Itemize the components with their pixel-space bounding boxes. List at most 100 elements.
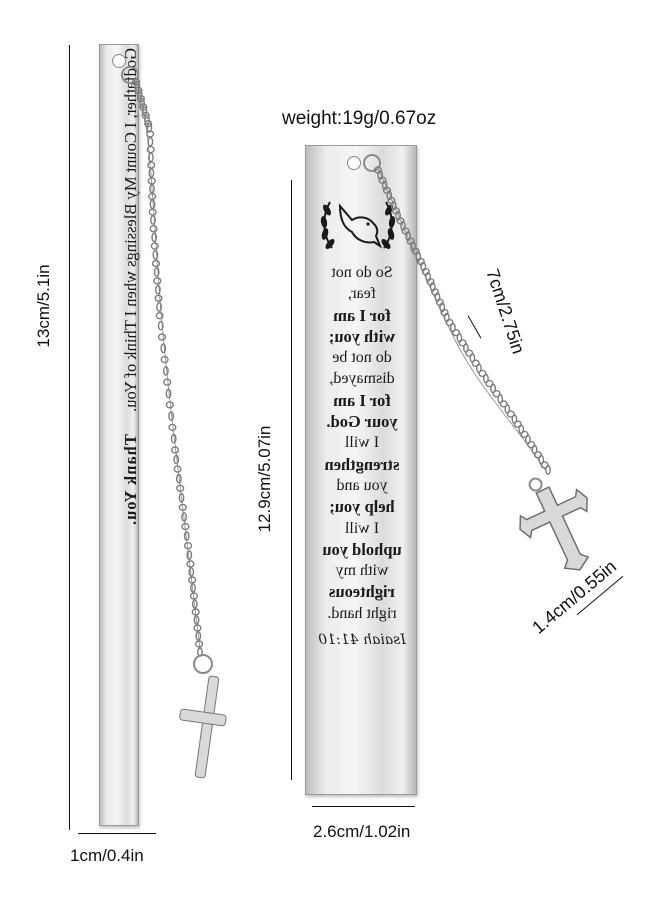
wide-width-label: 2.6cm/1.02in bbox=[313, 822, 411, 841]
chain-link bbox=[425, 271, 431, 282]
verse-line: I will bbox=[344, 434, 380, 452]
chain-link bbox=[421, 268, 430, 276]
thin-length-line bbox=[69, 45, 70, 830]
chain-link bbox=[497, 393, 504, 404]
chain-link bbox=[191, 599, 198, 609]
verse-line: I will bbox=[344, 519, 380, 537]
chain-link bbox=[469, 353, 476, 363]
chain-link bbox=[186, 550, 193, 561]
chain-link bbox=[443, 312, 450, 323]
chain-link bbox=[181, 522, 190, 531]
chain-link bbox=[149, 183, 155, 194]
chain-link bbox=[178, 492, 185, 503]
chain-link bbox=[485, 379, 494, 388]
verse-line: dismayed, bbox=[329, 370, 395, 388]
chain-link bbox=[183, 542, 193, 550]
chain-link bbox=[416, 257, 425, 266]
chain-link bbox=[173, 454, 180, 465]
chain-link bbox=[160, 355, 169, 364]
dove-wreath-icon bbox=[320, 201, 396, 249]
chain-link bbox=[146, 145, 155, 154]
verse-line: right hand. bbox=[327, 604, 397, 622]
chain-link bbox=[146, 130, 155, 138]
chain-link bbox=[157, 320, 164, 331]
chain-link bbox=[147, 136, 154, 147]
chain-link bbox=[165, 388, 172, 399]
chain-link bbox=[195, 640, 204, 648]
chain-link bbox=[148, 168, 155, 178]
chain-link bbox=[525, 434, 531, 445]
verse-line: help you; bbox=[329, 497, 395, 517]
chain-link bbox=[186, 560, 195, 568]
chain-link bbox=[492, 390, 501, 398]
thin-width-label: 1cm/0.4in bbox=[70, 846, 144, 865]
thin-length-label: 13cm/5.1in bbox=[34, 264, 53, 348]
chain-link bbox=[435, 298, 444, 306]
verse-line: you and bbox=[336, 476, 388, 494]
chain-link bbox=[426, 278, 435, 286]
thin-bookmark-message: Godfather, I Count My Blessings when I T… bbox=[121, 48, 140, 412]
chain-link bbox=[147, 152, 154, 163]
chain-link bbox=[153, 277, 162, 285]
thin-bookmark-text: Godfather, I Count My Blessings when I T… bbox=[109, 40, 140, 770]
cross-size-label: 1.4cm/0.55in bbox=[528, 556, 621, 638]
chain-link bbox=[148, 192, 157, 201]
verse-reference: Isaiah 41:10 bbox=[318, 632, 406, 649]
wide-length-label: 12.9cm/5.07in bbox=[255, 425, 274, 533]
chain-link bbox=[533, 451, 543, 459]
chain-link bbox=[155, 312, 164, 320]
chain-link bbox=[170, 433, 177, 444]
chain-link bbox=[482, 373, 489, 384]
chain-link bbox=[148, 208, 157, 216]
thin-width-line bbox=[78, 833, 156, 834]
chain-link bbox=[499, 400, 508, 408]
chain-link bbox=[146, 123, 153, 133]
verse-line: do not be bbox=[332, 349, 392, 367]
chain-link bbox=[157, 333, 167, 341]
wide-width-line bbox=[312, 806, 415, 807]
chain-link bbox=[178, 503, 187, 512]
chain-length-tick bbox=[467, 315, 482, 339]
verse-line: with my bbox=[335, 562, 389, 580]
chain-link bbox=[190, 583, 196, 593]
thin-bookmark-thanks: Thank You. bbox=[121, 434, 140, 527]
chain-link bbox=[452, 329, 461, 337]
chain-link bbox=[153, 267, 160, 278]
chain-link bbox=[181, 512, 188, 522]
chain-link bbox=[188, 567, 195, 577]
chain-link bbox=[170, 446, 180, 454]
chain-link bbox=[144, 119, 153, 128]
chain-link bbox=[440, 308, 449, 317]
chain-link bbox=[147, 161, 156, 169]
verse-line: your God. bbox=[326, 412, 398, 432]
chain-link bbox=[162, 365, 169, 376]
chain-link bbox=[513, 420, 522, 428]
chain-link bbox=[531, 444, 538, 455]
chain-link bbox=[434, 292, 441, 302]
chain-link bbox=[449, 322, 456, 333]
chain-link bbox=[458, 339, 467, 347]
chain-link bbox=[173, 465, 182, 473]
chain-link bbox=[183, 531, 190, 541]
verse-line: uphold you bbox=[322, 539, 402, 559]
chain-link bbox=[191, 608, 200, 616]
thin-cross-icon bbox=[179, 654, 227, 779]
chain-link bbox=[149, 224, 158, 233]
chain-link bbox=[152, 249, 159, 260]
chain-link bbox=[144, 114, 150, 125]
chain-link bbox=[151, 232, 158, 243]
chain-link bbox=[478, 369, 487, 378]
chain-link bbox=[456, 332, 463, 343]
thin-bookmark bbox=[99, 44, 139, 826]
chain-link bbox=[518, 424, 525, 435]
chain-link bbox=[490, 383, 496, 394]
chain-link bbox=[538, 454, 545, 465]
chain-link bbox=[176, 484, 185, 492]
chain-link bbox=[445, 318, 454, 327]
chain-link bbox=[165, 401, 174, 409]
chain-link bbox=[147, 177, 156, 185]
chain-link bbox=[154, 284, 161, 295]
chain-link bbox=[506, 410, 515, 418]
